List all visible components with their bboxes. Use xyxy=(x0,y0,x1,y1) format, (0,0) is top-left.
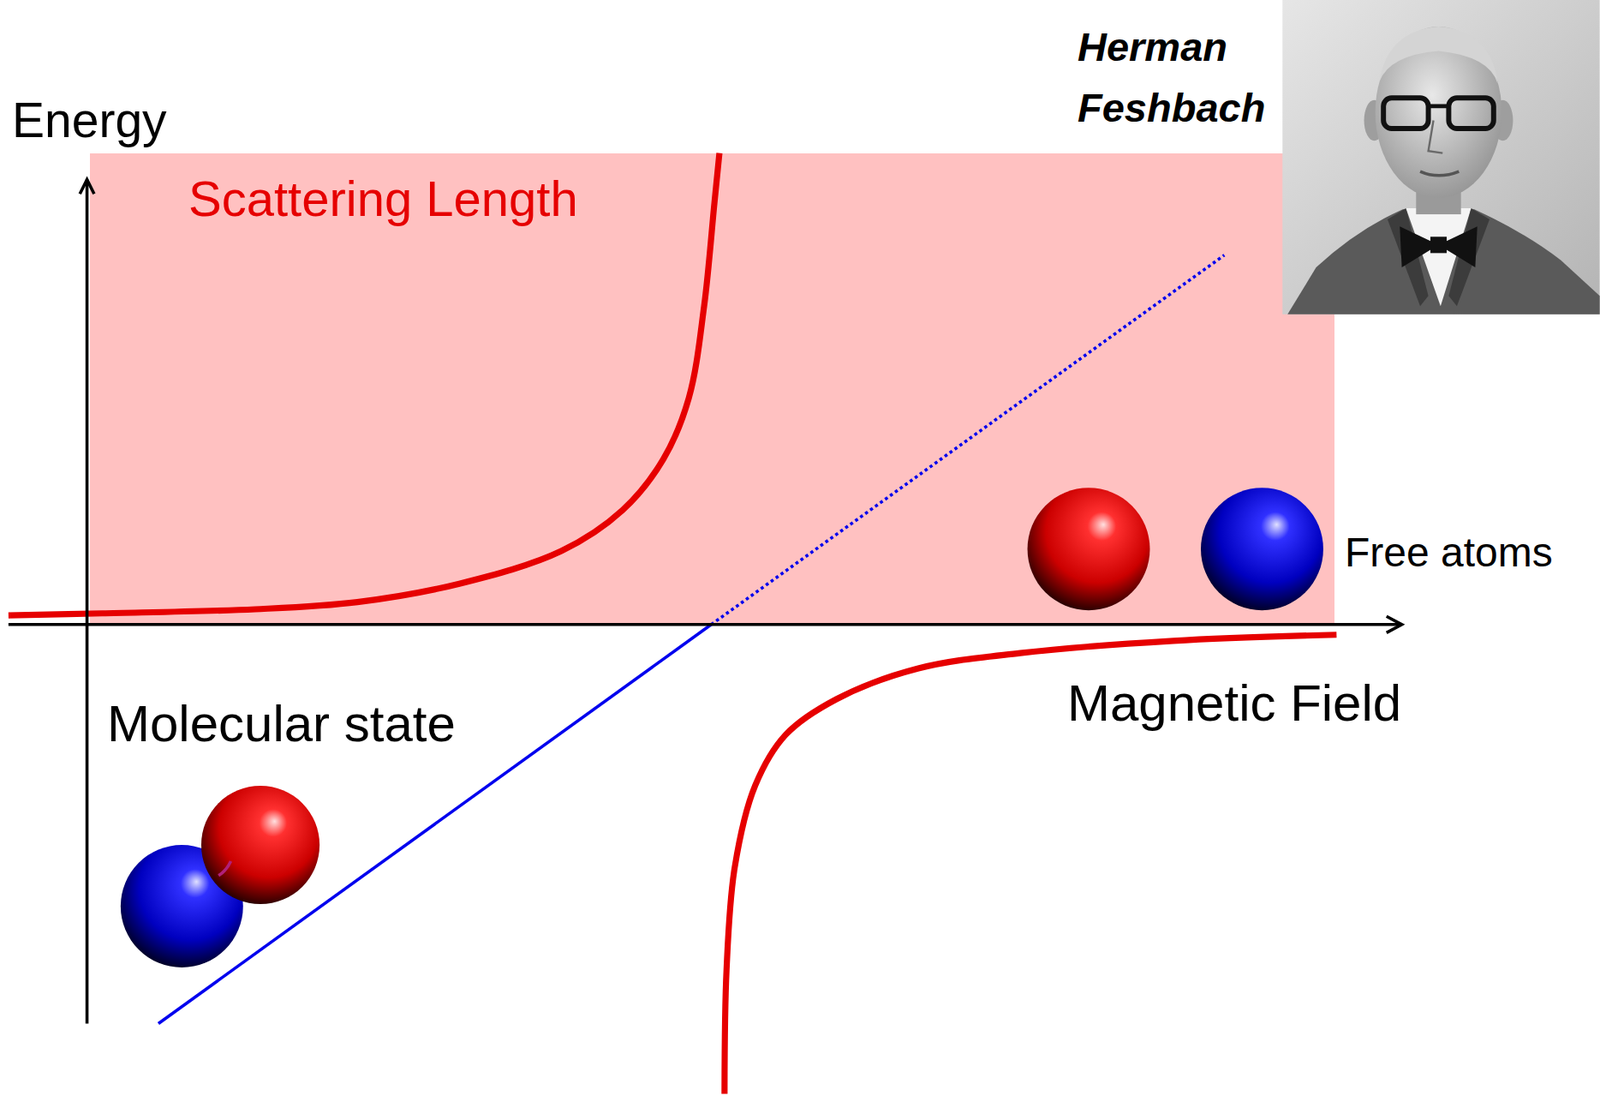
field-axis xyxy=(8,622,1403,627)
red-atom xyxy=(1027,487,1151,610)
portrait-photo xyxy=(1282,0,1600,315)
bare-molecular-line xyxy=(710,255,1224,625)
axis-arrowhead xyxy=(1386,615,1403,633)
axis-arrowhead xyxy=(79,179,95,195)
molecular-bond xyxy=(218,860,231,876)
molecular-energy-line xyxy=(158,624,711,1024)
axis-title: Energy xyxy=(11,95,168,145)
blue-atom xyxy=(1200,487,1324,610)
axis-title: Magnetic Field xyxy=(1067,677,1402,729)
scattering-length-curve xyxy=(8,153,720,615)
red-atom xyxy=(201,785,320,904)
energy-axis xyxy=(85,179,90,1024)
portrait-caption: Herman Feshbach xyxy=(1077,17,1280,138)
state-label: Molecular state xyxy=(107,698,456,750)
region-title: Scattering Length xyxy=(188,173,579,224)
state-label: Free atoms xyxy=(1344,531,1553,574)
